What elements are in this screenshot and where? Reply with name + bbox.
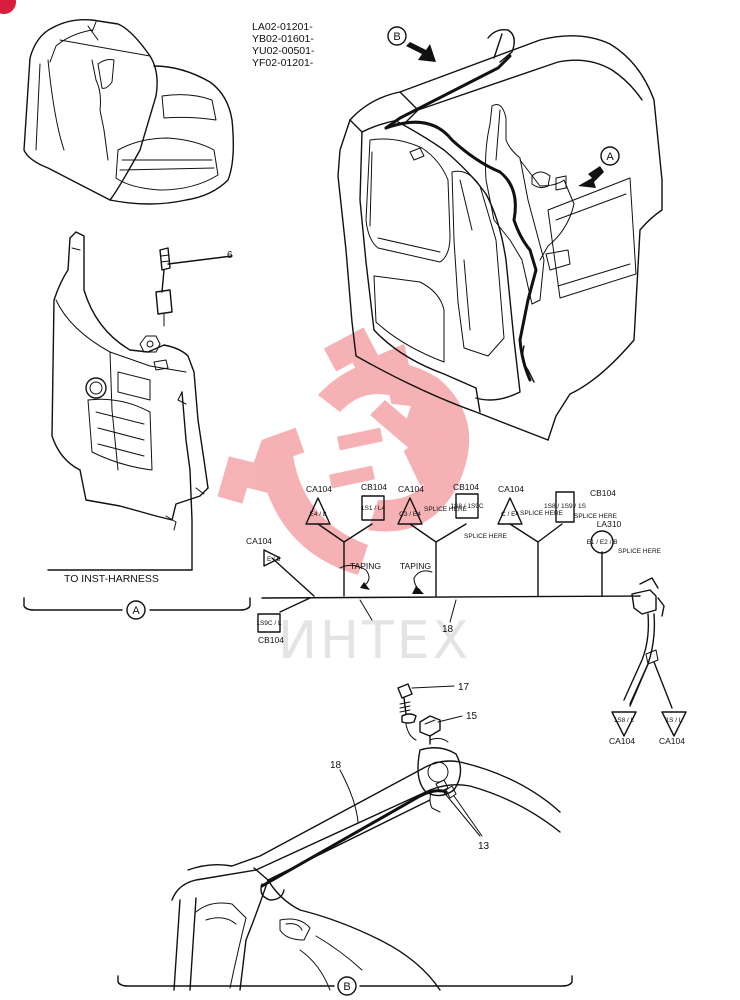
leader-18-detail	[339, 769, 359, 823]
leader-13	[441, 789, 483, 837]
callout-18-harness: 18	[442, 624, 454, 635]
taping-note-1: TAPING	[350, 561, 381, 571]
to-inst-harness-label: TO INST-HARNESS	[64, 573, 159, 585]
view-a-marker-label: A	[132, 605, 140, 617]
connector-cb104-left: 1S9C / L CB104	[256, 613, 284, 645]
svg-text:C3 / E4: C3 / E4	[399, 511, 421, 518]
callout-13: 13	[478, 841, 490, 852]
corner-badge	[0, 0, 16, 14]
svg-text:E4 / 8: E4 / 8	[310, 511, 327, 518]
serial-number-1: LA02-01201-	[252, 21, 313, 33]
leader-15	[437, 715, 463, 723]
svg-text:SPLICE HERE: SPLICE HERE	[574, 513, 618, 520]
view-b-bracket-left	[117, 975, 335, 987]
connector-ca104-bottom-2: 1S / L CA104	[659, 711, 687, 746]
leader-17	[411, 685, 455, 689]
svg-text:E / 5: E / 5	[267, 556, 281, 563]
view-b-marker-label: B	[343, 981, 350, 993]
svg-text:1S9C / L: 1S9C / L	[256, 620, 282, 627]
view-a-marker	[126, 600, 146, 620]
connector-ca104-top-1: E4 / 8 CA104	[305, 484, 332, 525]
view-a-bracket-right	[149, 597, 251, 611]
svg-text:CA104: CA104	[246, 536, 272, 546]
svg-text:TAPING: TAPING	[400, 561, 431, 571]
svg-text:SPLICE HERE: SPLICE HERE	[424, 506, 468, 513]
svg-text:CA104: CA104	[659, 736, 685, 746]
console-panel-drawing	[51, 231, 233, 571]
callout-17: 17	[458, 682, 470, 693]
callout-15: 15	[466, 711, 478, 722]
view-b-marker-cab	[387, 26, 407, 46]
view-a-marker-cab-label: A	[606, 151, 614, 163]
connector-ca104-top-3: C / E4 CA104	[497, 484, 524, 525]
taping-note-2: TAPING	[400, 561, 431, 571]
cab-drawing	[337, 28, 663, 441]
svg-text:CA104: CA104	[498, 484, 524, 494]
svg-text:1S / L: 1S / L	[666, 717, 683, 724]
svg-text:TAPING: TAPING	[350, 561, 381, 571]
svg-text:CA104: CA104	[306, 484, 332, 494]
svg-text:SPLICE HERE: SPLICE HERE	[464, 533, 508, 540]
splice-note-1: SPLICE HERE	[424, 506, 468, 513]
connector-ca104-left: E / 5 CA104	[246, 536, 281, 567]
svg-text:CB104: CB104	[361, 482, 387, 492]
connector-cb104-top-2: 1S8 / 1S9C CB104	[450, 482, 484, 519]
connector-ca104-bottom-1: 1S8 / L CA104	[609, 711, 637, 746]
svg-text:1S8 / 1S9C: 1S8 / 1S9C	[450, 503, 484, 510]
svg-text:LA310: LA310	[597, 519, 622, 529]
view-b-bracket-right	[359, 975, 573, 987]
connector-cb104-top-1: 1S1 / L4 CB104	[361, 482, 387, 521]
svg-text:CA104: CA104	[398, 484, 424, 494]
watermark-logo	[217, 327, 470, 575]
harness-schematic	[261, 523, 673, 709]
view-a-marker-cab	[600, 146, 620, 166]
view-b-arrow	[406, 42, 436, 62]
view-a-bracket-left	[23, 597, 123, 611]
watermark-brand: ИНТЕХ	[278, 611, 471, 671]
svg-text:CB104: CB104	[258, 635, 284, 645]
svg-text:SPLICE HERE: SPLICE HERE	[520, 510, 564, 517]
view-b-marker	[337, 976, 357, 996]
svg-text:1S1 / L4: 1S1 / L4	[361, 505, 386, 512]
serial-number-4: YF02-01201-	[252, 57, 314, 69]
connector-cb104-top-3: 1S8 / 1S9 / 1S CB104	[544, 488, 616, 523]
svg-text:1S8 / 1S9 / 1S: 1S8 / 1S9 / 1S	[544, 503, 587, 510]
serial-number-3: YU02-00501-	[252, 45, 315, 57]
serial-number-2: YB02-01601-	[252, 33, 314, 45]
connector-la310: E1 / E2 / B LA310	[586, 519, 622, 554]
svg-text:SPLICE HERE: SPLICE HERE	[618, 548, 662, 555]
svg-text:CB104: CB104	[590, 488, 616, 498]
svg-text:C / E4: C / E4	[501, 511, 519, 518]
splice-note-4: SPLICE HERE	[574, 513, 618, 520]
view-b-marker-cab-label: B	[393, 31, 400, 43]
svg-text:CB104: CB104	[453, 482, 479, 492]
svg-text:CA104: CA104	[609, 736, 635, 746]
svg-text:E1 / E2 / B: E1 / E2 / B	[586, 539, 617, 546]
splice-note-2: SPLICE HERE	[464, 533, 508, 540]
callout-6: 6	[227, 250, 233, 261]
connector-ca104-top-2: C3 / E4 CA104	[397, 484, 424, 525]
callout-18-detail: 18	[330, 760, 342, 771]
view-a-arrow	[578, 166, 604, 188]
seat-console-drawing	[23, 18, 235, 205]
cab-roof-detail-drawing	[171, 683, 561, 991]
splice-note-3: SPLICE HERE	[520, 510, 564, 517]
svg-text:1S8 / L: 1S8 / L	[614, 717, 635, 724]
splice-note-5: SPLICE HERE	[618, 548, 662, 555]
